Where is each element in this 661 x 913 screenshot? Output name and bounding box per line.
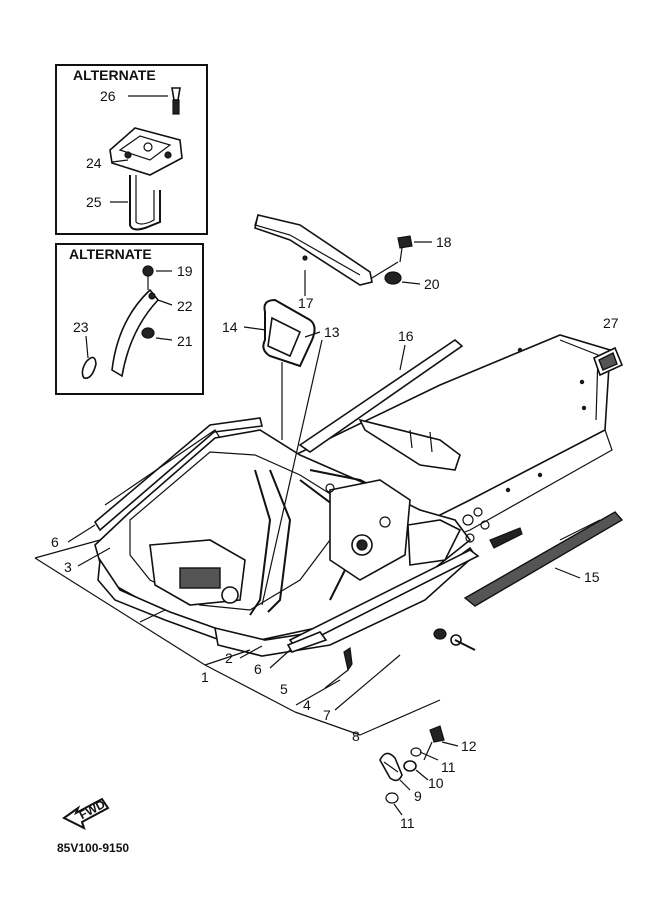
fwd-arrow: FWD — [62, 797, 110, 830]
inset-top-title: ALTERNATE — [73, 67, 156, 83]
inset-bottom-title: ALTERNATE — [69, 246, 152, 262]
main-frame-body — [93, 334, 613, 657]
label-3: 3 — [64, 559, 72, 575]
nut-21 — [141, 327, 155, 339]
screw-19 — [142, 265, 154, 290]
diagram-code: 85V100-9150 — [57, 841, 129, 855]
label-21: 21 — [177, 333, 193, 349]
label-11-lower: 11 — [400, 815, 415, 831]
label-18: 18 — [436, 234, 452, 250]
label-8: 8 — [352, 728, 360, 744]
label-27: 27 — [603, 315, 619, 331]
bracket-24 — [109, 127, 183, 176]
strip-16 — [298, 338, 464, 453]
label-25: 25 — [86, 194, 102, 210]
hardware-stack — [379, 628, 476, 804]
label-14: 14 — [222, 319, 238, 335]
label-2: 2 — [225, 650, 233, 666]
callout-labels: 17 18 20 14 13 16 27 6 3 15 2 6 1 5 4 7 … — [51, 234, 619, 831]
clip-5 — [343, 646, 353, 672]
badge-27 — [593, 346, 624, 377]
pin-26 — [171, 87, 181, 115]
inset-bottom-frame — [55, 243, 204, 395]
label-20: 20 — [424, 276, 440, 292]
label-23: 23 — [73, 319, 89, 335]
strip-15 — [463, 511, 624, 607]
label-16: 16 — [398, 328, 414, 344]
label-5: 5 — [280, 681, 288, 697]
label-9: 9 — [414, 788, 422, 804]
inset-top: ALTERNATE 26 24 25 — [55, 64, 208, 235]
leader-lines — [34, 524, 441, 736]
nut-20 — [384, 271, 402, 285]
label-15: 15 — [584, 569, 600, 585]
label-19: 19 — [177, 263, 193, 279]
label-22: 22 — [177, 298, 193, 314]
label-6-rear: 6 — [254, 661, 262, 677]
label-24: 24 — [86, 155, 102, 171]
handle-14 — [262, 298, 316, 368]
inset-bottom: ALTERNATE 19 22 21 23 — [55, 243, 204, 395]
label-26: 26 — [100, 88, 116, 104]
grommet-23 — [81, 356, 97, 380]
label-13: 13 — [324, 324, 340, 340]
label-7: 7 — [323, 707, 331, 723]
label-10: 10 — [428, 775, 444, 791]
label-17: 17 — [298, 295, 314, 311]
windshield-17 — [254, 214, 373, 286]
inset-top-frame — [55, 64, 208, 235]
label-6-front: 6 — [51, 534, 59, 550]
label-1: 1 — [201, 669, 209, 685]
u-bolt-25 — [129, 175, 161, 231]
bolt-18 — [397, 235, 413, 263]
strap-22 — [111, 288, 160, 378]
label-11-upper: 11 — [441, 759, 456, 775]
label-12: 12 — [461, 738, 477, 754]
label-4: 4 — [303, 697, 311, 713]
